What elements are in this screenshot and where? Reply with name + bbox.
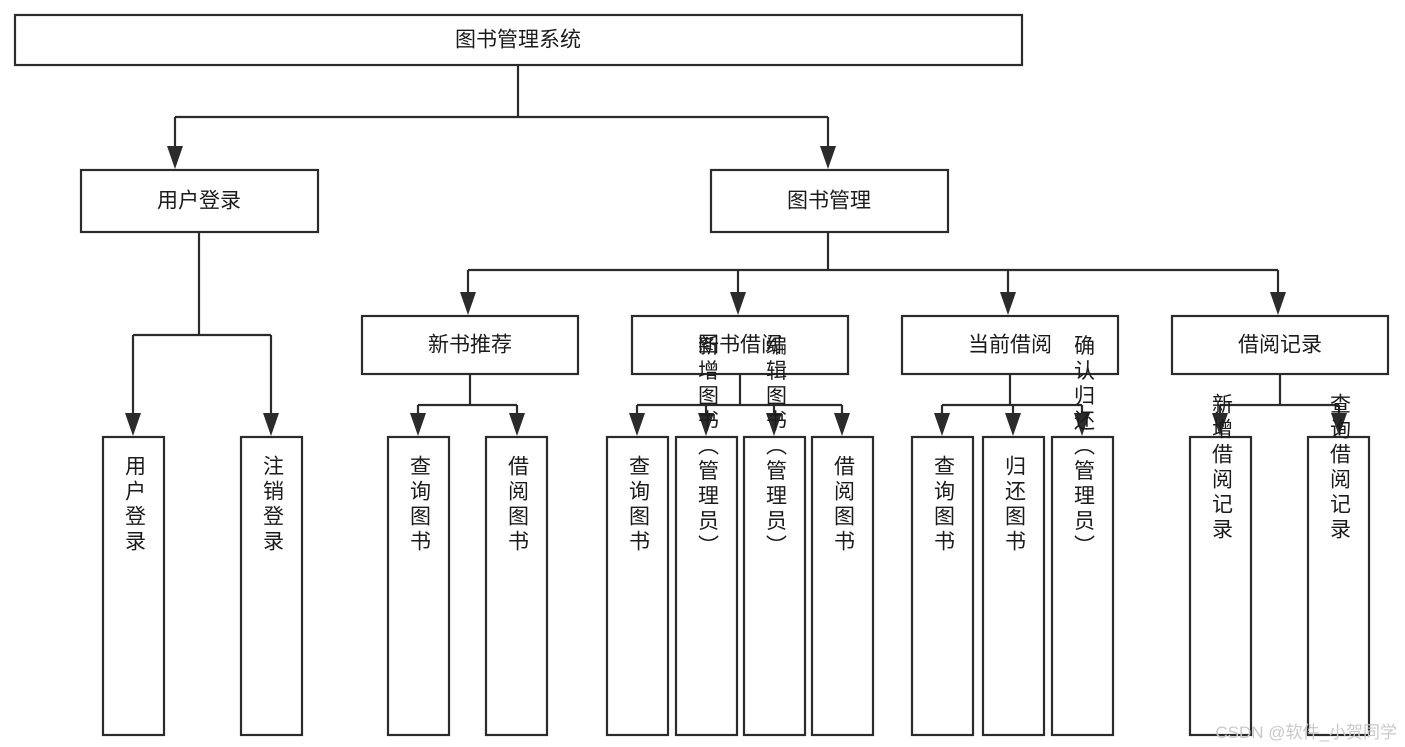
arrow-to-leaf-query-book-2	[629, 413, 645, 436]
arrow-to-leaf-borrow-book-1	[509, 413, 525, 436]
leaf-node-user-login[interactable]: 用户登录	[101, 435, 166, 737]
leaf-node-return-book[interactable]: 归还图书	[981, 435, 1046, 737]
leaf-query-record-box[interactable]	[1306, 435, 1371, 737]
leaf-node-query-book-3[interactable]: 查询图书	[910, 435, 975, 737]
node-current-borrow-box[interactable]	[900, 314, 1120, 376]
node-user-login-label: 用户登录	[157, 190, 241, 213]
arrow-to-leaf-query-record	[1331, 413, 1347, 436]
arrow-to-leaf-logout	[263, 413, 279, 436]
leaf-user-login-box[interactable]	[101, 435, 166, 737]
node-root[interactable]: 图书管理系统	[13, 13, 1024, 67]
arrow-to-leaf-return-book	[1005, 413, 1021, 436]
leaf-query-book-3-label: 查询图书	[932, 455, 956, 555]
leaf-borrow-book-1-box[interactable]	[484, 435, 549, 737]
node-borrow-record-label: 借阅记录	[1238, 334, 1322, 357]
node-book-borrow-box[interactable]	[630, 314, 850, 376]
leaf-node-borrow-book-1[interactable]: 借阅图书	[484, 435, 549, 737]
arrow-to-leaf-user-login	[125, 413, 141, 436]
arrow-to-borrow-record	[1270, 292, 1286, 315]
leaf-borrow-book-2-label: 借阅图书	[832, 455, 856, 555]
leaf-borrow-book-2-box[interactable]	[810, 435, 875, 737]
node-book-manage-box[interactable]	[709, 168, 950, 234]
leaf-node-confirm-return[interactable]: 确认归还（管理员）	[1050, 335, 1115, 737]
leaf-return-book-box[interactable]	[981, 435, 1046, 737]
leaf-add-book-label: 新增图书（管理员）	[696, 335, 720, 560]
node-user-login[interactable]: 用户登录	[79, 168, 320, 234]
leaf-edit-book-box[interactable]	[742, 435, 807, 737]
leaf-query-book-3-box[interactable]	[910, 435, 975, 737]
arrow-to-leaf-query-book-1	[410, 413, 426, 436]
arrow-to-leaf-confirm-return	[1074, 413, 1090, 436]
leaf-layer: 用户登录 注销登录 查询图书 借阅图书 查询图书 新增图书（管理员）	[101, 335, 1371, 737]
leaf-node-borrow-book-2[interactable]: 借阅图书	[810, 435, 875, 737]
leaf-node-edit-book[interactable]: 编辑图书（管理员）	[742, 335, 807, 737]
leaf-node-query-book-1[interactable]: 查询图书	[386, 435, 451, 737]
node-current-borrow[interactable]: 当前借阅	[900, 314, 1120, 376]
leaf-add-record-box[interactable]	[1188, 435, 1253, 737]
leaf-user-login-label: 用户登录	[123, 455, 147, 555]
arrow-to-leaf-add-book	[698, 413, 714, 436]
node-new-book-recommend[interactable]: 新书推荐	[360, 314, 580, 376]
leaf-return-book-label: 归还图书	[1003, 455, 1027, 555]
node-new-book-recommend-label: 新书推荐	[428, 334, 512, 357]
leaf-edit-book-label: 编辑图书（管理员）	[764, 335, 788, 560]
leaf-logout-box[interactable]	[239, 435, 304, 737]
leaf-query-book-2-label: 查询图书	[627, 455, 651, 555]
leaf-node-logout[interactable]: 注销登录	[239, 435, 304, 737]
leaf-query-book-1-box[interactable]	[386, 435, 451, 737]
leaf-logout-label: 注销登录	[261, 455, 285, 555]
node-new-book-recommend-box[interactable]	[360, 314, 580, 376]
node-book-manage[interactable]: 图书管理	[709, 168, 950, 234]
node-borrow-record-box[interactable]	[1170, 314, 1390, 376]
connector-layer	[125, 65, 1347, 436]
node-borrow-record[interactable]: 借阅记录	[1170, 314, 1390, 376]
arrow-to-book-borrow	[730, 292, 746, 315]
arrow-to-user-login	[167, 146, 183, 169]
leaf-confirm-return-label: 确认归还（管理员）	[1072, 335, 1096, 560]
arrow-to-leaf-borrow-book-2	[834, 413, 850, 436]
arrow-to-leaf-add-record	[1212, 413, 1228, 436]
leaf-query-book-1-label: 查询图书	[408, 455, 432, 555]
leaf-node-add-record[interactable]: 新增借阅记录	[1188, 393, 1253, 737]
node-book-manage-label: 图书管理	[787, 190, 871, 213]
arrow-to-new-book-rec	[460, 292, 476, 315]
node-book-borrow-label: 图书借阅	[698, 334, 782, 357]
node-root-label: 图书管理系统	[455, 29, 581, 52]
arrow-to-leaf-query-book-3	[934, 413, 950, 436]
node-user-login-box[interactable]	[79, 168, 320, 234]
arrow-to-book-manage	[820, 146, 836, 169]
leaf-query-book-2-box[interactable]	[605, 435, 670, 737]
node-current-borrow-label: 当前借阅	[968, 334, 1052, 357]
leaf-node-add-book[interactable]: 新增图书（管理员）	[674, 335, 739, 737]
leaf-add-record-label: 新增借阅记录	[1210, 393, 1234, 543]
leaf-node-query-book-2[interactable]: 查询图书	[605, 435, 670, 737]
leaf-query-record-label: 查询借阅记录	[1328, 393, 1352, 543]
leaf-confirm-return-box[interactable]	[1050, 435, 1115, 737]
arrow-to-current-borrow	[1000, 292, 1016, 315]
leaf-node-query-record[interactable]: 查询借阅记录	[1306, 393, 1371, 737]
node-book-borrow[interactable]: 图书借阅	[630, 314, 850, 376]
leaf-borrow-book-1-label: 借阅图书	[506, 455, 530, 555]
arrow-to-leaf-edit-book	[766, 413, 782, 436]
leaf-add-book-box[interactable]	[674, 435, 739, 737]
node-root-box[interactable]	[13, 13, 1024, 67]
